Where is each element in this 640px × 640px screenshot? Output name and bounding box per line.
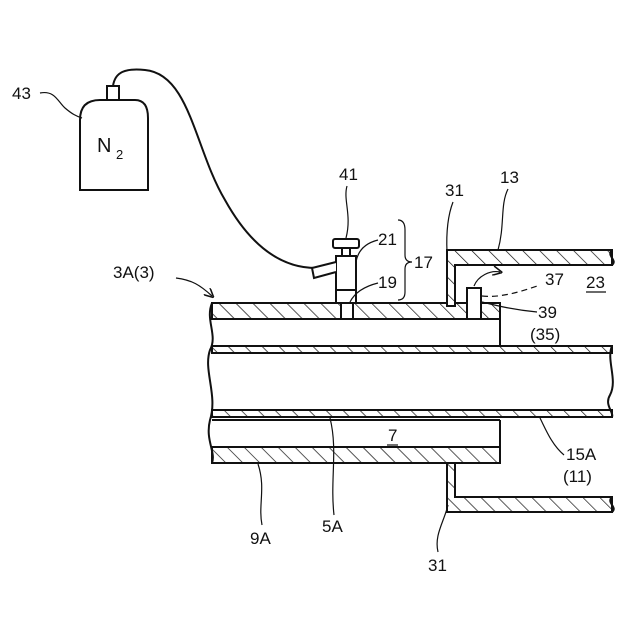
brace-17 [398,220,412,300]
label-19: 19 [378,273,397,292]
outer-pipe-top-wall [212,303,500,319]
label-23: 23 [586,273,605,292]
label-35: (35) [530,325,560,344]
outer-pipe-3a [212,303,500,463]
label-21: 21 [378,230,397,249]
inner-pipe-5a [212,346,612,417]
nitrogen-cylinder: N 2 [80,86,148,190]
hose-nipple [312,262,336,278]
n2-label: N [97,135,111,157]
label-39: 39 [538,303,557,322]
valve-body-21 [336,256,356,303]
n2-subscript: 2 [116,147,123,162]
inner-pipe-top-wall [212,346,612,353]
break-line-left [208,303,213,463]
cylinder-valve [107,86,119,100]
label-3a: 3A(3) [113,263,155,282]
label-7: 7 [388,426,397,445]
label-9a: 9A [250,529,271,548]
label-41: 41 [339,165,358,184]
label-43: 43 [12,84,31,103]
label-31-bottom: 31 [428,556,447,575]
leader-43 [40,93,82,118]
label-11: (11) [563,467,592,486]
outer-pipe-bottom-wall [212,447,500,463]
label-17: 17 [414,253,433,272]
inner-pipe-bottom-wall [212,410,612,417]
break-line-right [608,346,613,417]
label-31-top: 31 [445,181,464,200]
label-13: 13 [500,168,519,187]
label-5a: 5A [322,517,343,536]
port-39 [467,288,481,319]
valve-knob-41 [333,239,359,248]
port-19 [341,303,353,319]
flow-dashed-line [482,285,540,296]
flow-arrow [474,272,500,286]
label-37: 37 [545,270,564,289]
label-15a: 15A [566,445,597,464]
